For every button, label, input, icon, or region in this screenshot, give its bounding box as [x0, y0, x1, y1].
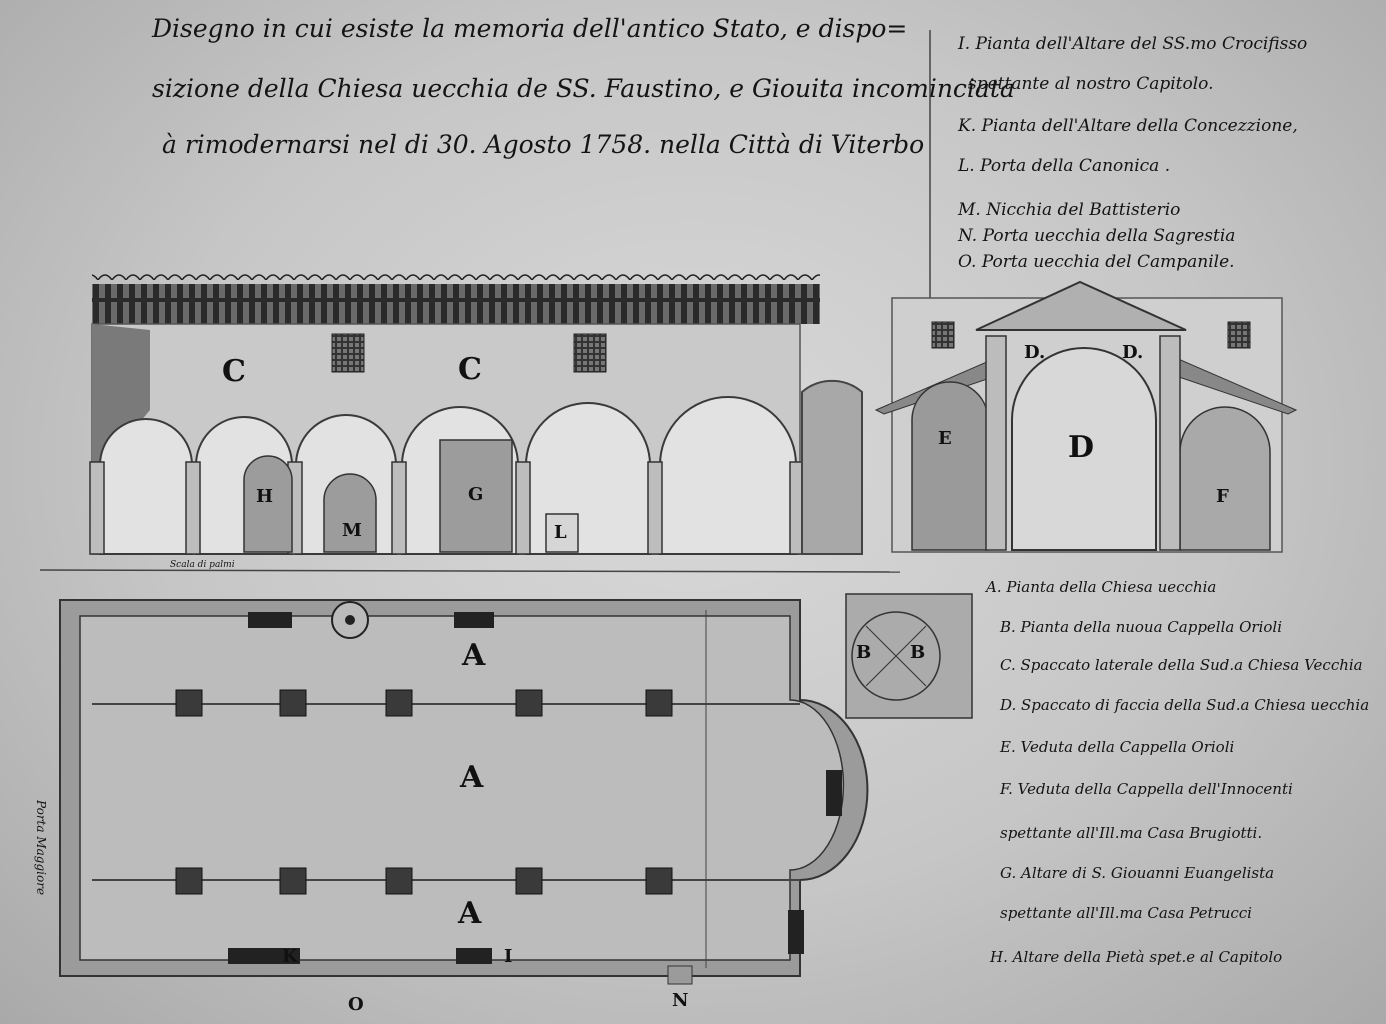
- door-l: [545, 513, 579, 553]
- label-g: G: [468, 484, 484, 505]
- label-o: O: [348, 994, 364, 1015]
- label-d-right: D.: [1122, 342, 1144, 363]
- central-arch: [1011, 347, 1157, 551]
- chapel-e: [911, 381, 989, 551]
- arch-5: [525, 402, 651, 555]
- label-a-bottom: A: [458, 896, 482, 931]
- label-d-center: D: [1068, 430, 1095, 465]
- legend-item-g-cont: spettante all'Ill.ma Casa Petrucci: [1000, 904, 1252, 922]
- label-d-left: D.: [1024, 342, 1046, 363]
- title-line-2: sizione della Chiesa uecchia de SS. Faus…: [152, 74, 1015, 103]
- legend-item-a: A. Pianta della Chiesa uecchia: [986, 578, 1217, 596]
- clerestory-grille: [92, 284, 820, 324]
- arch-6: [659, 396, 797, 555]
- legend-item-l: L. Porta della Canonica .: [958, 156, 1171, 176]
- front-section: [874, 280, 1298, 553]
- front-window-left: [931, 321, 955, 349]
- legend-item-h: H. Altare della Pietà spet.e al Capitolo: [990, 948, 1283, 966]
- arch-1: [99, 418, 193, 555]
- label-l: L: [554, 522, 567, 543]
- label-b-right: B: [910, 642, 926, 663]
- legend-item-i: I. Pianta dell'Altare del SS.mo Crocifis…: [958, 34, 1308, 54]
- legend-item-c: C. Spaccato laterale della Sud.a Chiesa …: [1000, 656, 1363, 674]
- window-right: [573, 333, 607, 373]
- label-b-left: B: [856, 642, 872, 663]
- legend-item-b: B. Pianta della nuoua Cappella Orioli: [1000, 618, 1282, 636]
- title-line-1: Disegno in cui esiste la memoria dell'an…: [152, 14, 908, 43]
- altar-g: [439, 439, 513, 553]
- label-c-right: C: [458, 352, 482, 387]
- chapel-plan-b: [845, 593, 973, 719]
- chapel-f: [1179, 406, 1271, 551]
- altar-h: [243, 455, 293, 553]
- floor-plan: [59, 593, 973, 985]
- front-window-right: [1227, 321, 1251, 349]
- roof-tiles: [92, 272, 820, 284]
- label-a-top: A: [462, 638, 486, 673]
- label-n: N: [672, 990, 689, 1011]
- window-left: [331, 333, 365, 373]
- legend-item-d: D. Spaccato di faccia della Sud.a Chiesa…: [1000, 696, 1370, 714]
- label-e: E: [938, 428, 952, 449]
- label-i: I: [504, 946, 513, 967]
- scale-note: Scala di palmi: [170, 560, 235, 570]
- legend-item-g: G. Altare di S. Giouanni Euangelista: [1000, 864, 1275, 882]
- legend-item-f: F. Veduta della Cappella dell'Innocenti: [1000, 780, 1293, 798]
- legend-item-o: O. Porta uecchia del Campanile.: [958, 252, 1235, 272]
- label-c-left: C: [222, 354, 246, 389]
- lateral-section: [39, 272, 901, 573]
- pediment: [975, 280, 1187, 331]
- legend-item-k: K. Pianta dell'Altare della Concezzione,: [958, 116, 1298, 136]
- scale-bar: [39, 569, 901, 573]
- label-h: H: [256, 486, 274, 507]
- side-note: Porta Maggiore: [34, 800, 48, 896]
- side-arch: [801, 379, 863, 555]
- label-a-center: A: [460, 760, 484, 795]
- label-f: F: [1216, 486, 1229, 507]
- label-k: K: [282, 946, 298, 967]
- legend-item-m: M. Nicchia del Battisterio: [958, 200, 1181, 220]
- legend-item-e: E. Veduta della Cappella Orioli: [1000, 738, 1235, 756]
- legend-item-n: N. Porta uecchia della Sagrestia: [958, 226, 1236, 246]
- legend-item-i-cont: spettante al nostro Capitolo.: [968, 74, 1214, 94]
- legend-item-f-cont: spettante all'Ill.ma Casa Brugiotti.: [1000, 824, 1263, 842]
- label-m: M: [342, 520, 362, 541]
- niche-m: [323, 473, 377, 553]
- title-line-3: à rimodernarsi nel di 30. Agosto 1758. n…: [162, 130, 925, 159]
